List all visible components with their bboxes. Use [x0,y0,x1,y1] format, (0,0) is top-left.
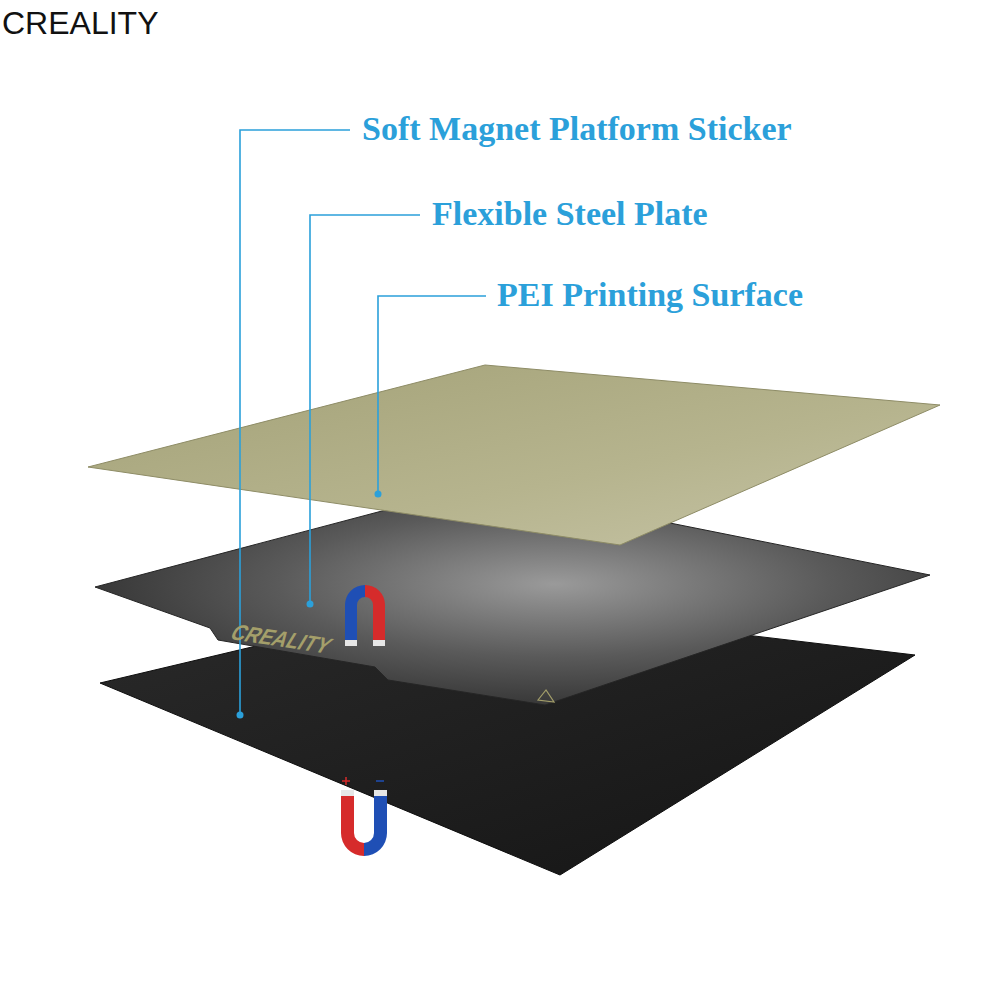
pei-sheet [88,365,940,545]
logo-mark [538,690,554,702]
callout-label: Flexible Steel Plate [432,195,708,232]
magnet-icon [345,585,385,646]
callout-label: Soft Magnet Platform Sticker [362,110,792,147]
brand-name: CREALITY [2,6,158,41]
magnet-icon [341,777,387,856]
callout-label: PEI Printing Surface [497,276,803,313]
leader-dot [237,491,382,719]
